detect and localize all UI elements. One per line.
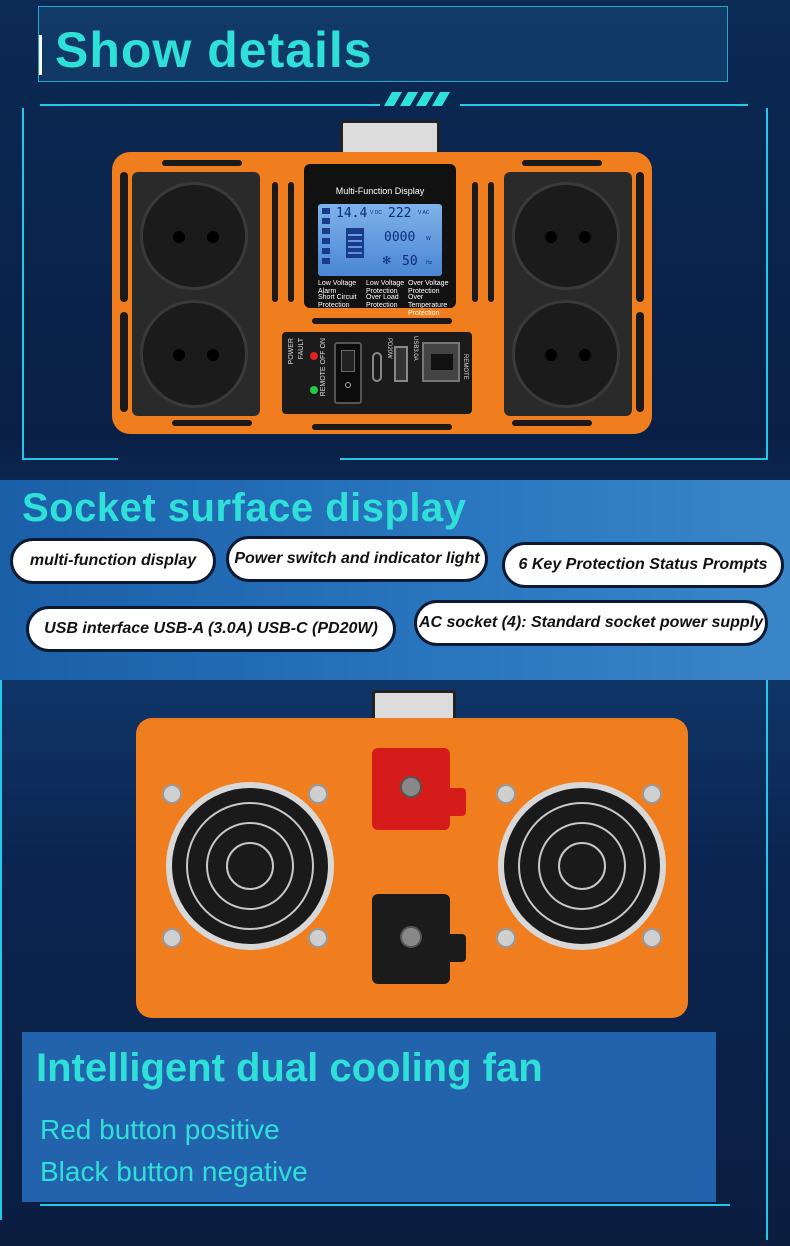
protection-label: Short Circuit Protection <box>318 294 357 309</box>
cooling-info-box: Intelligent dual cooling fan Red button … <box>22 1032 716 1202</box>
positive-note: Red button positive <box>40 1114 280 1145</box>
feature-pill: AC socket (4): Standard socket power sup… <box>414 600 768 646</box>
lcd-voltage-out-unit: V AC <box>418 210 430 216</box>
protection-label: Over Voltage Protection <box>408 280 449 295</box>
inverter-back-panel <box>136 718 688 1018</box>
decor-stripes <box>383 92 451 106</box>
ac-socket[interactable] <box>512 182 620 290</box>
lcd-voltage-in: 14.4 <box>336 206 368 221</box>
lcd-power-unit: W <box>426 236 431 242</box>
cooling-fan-right <box>498 782 666 950</box>
feature-pill: 6 Key Protection Status Prompts <box>502 542 784 588</box>
remote-port[interactable] <box>422 342 460 382</box>
frame-bottom-right <box>340 458 768 460</box>
power-indicator-light <box>310 386 318 394</box>
title-bar-accent <box>39 35 42 75</box>
lcd-screen: 14.4 V DC 222 V AC 0000 W ✻ 50 Hz <box>318 204 442 276</box>
ac-socket-block-right <box>504 172 632 416</box>
feature-pill: Power switch and indicator light <box>226 536 488 582</box>
lcd-power: 0000 <box>384 230 416 245</box>
feature-pill: USB interface USB-A (3.0A) USB-C (PD20W) <box>26 606 396 652</box>
lcd-frequency: 50 <box>402 254 418 269</box>
ac-socket-block-left <box>132 172 260 416</box>
frame-top-line <box>40 104 380 106</box>
frame-left-line <box>0 680 2 1220</box>
usb-a-port[interactable] <box>394 346 408 382</box>
section-title: Intelligent dual cooling fan <box>36 1046 543 1090</box>
positive-terminal-red[interactable] <box>372 748 466 830</box>
inverter-front-panel: Multi-Function Display 14.4 V DC 222 V A… <box>112 152 652 434</box>
lcd-frequency-unit: Hz <box>426 260 433 266</box>
frame-bottom-left <box>22 458 118 460</box>
negative-terminal-black[interactable] <box>372 894 466 984</box>
fault-label: FAULT <box>298 338 305 360</box>
control-panel: POWER FAULT REMOTE OFF ON PD20W USB3.0A … <box>282 332 472 414</box>
pd-label: PD20W <box>386 338 392 359</box>
protection-label: Low Voltage Alarm <box>318 280 357 295</box>
fault-indicator-light <box>310 352 318 360</box>
ac-socket[interactable] <box>140 300 248 408</box>
lcd-heading: Multi-Function Display <box>335 186 425 196</box>
ac-socket[interactable] <box>140 182 248 290</box>
lcd-voltage-in-unit: V DC <box>370 210 382 216</box>
frame-right-line <box>766 108 768 458</box>
battery-icon <box>346 228 364 258</box>
multi-function-display: Multi-Function Display 14.4 V DC 222 V A… <box>304 164 456 317</box>
section-title: Show details <box>55 22 373 78</box>
cooling-fan-left <box>166 782 334 950</box>
power-label: POWER <box>288 338 295 365</box>
protection-label: Over Load Protection <box>366 294 399 309</box>
frame-top-line-2 <box>460 104 748 106</box>
power-switch[interactable] <box>334 342 362 404</box>
ac-socket[interactable] <box>512 300 620 408</box>
remote-label: REMOTE <box>462 354 468 380</box>
protection-label: Over Temperature Protection <box>408 294 448 317</box>
device-handle <box>340 120 440 158</box>
frame-right-line <box>766 680 768 1240</box>
fan-icon: ✻ <box>382 255 392 267</box>
lcd-voltage-out: 222 <box>388 206 412 221</box>
negative-note: Black button negative <box>40 1156 308 1187</box>
section-title-box: Show details <box>38 6 728 82</box>
usb-c-port[interactable] <box>372 352 382 382</box>
usb-label: USB3.0A <box>412 336 418 361</box>
remote-off-on-label: REMOTE OFF ON <box>320 338 327 397</box>
protection-label: Low Voltage Protection <box>366 280 405 295</box>
frame-bottom-line <box>40 1204 730 1206</box>
feature-pill: multi-function display <box>10 538 216 584</box>
frame-left-line <box>22 108 24 458</box>
section-title: Socket surface display <box>22 486 467 530</box>
